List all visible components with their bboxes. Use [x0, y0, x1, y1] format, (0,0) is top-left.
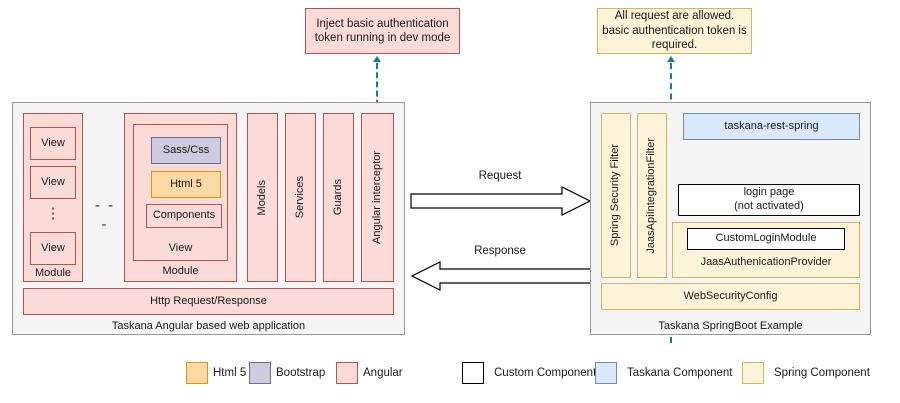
filter-spring-security: Spring Security Filter [601, 113, 631, 278]
login-page-line-1: login page [743, 186, 795, 199]
left-panel-caption: Taskana Angular based web application [111, 319, 306, 332]
legend-label-bootstrap: Bootstrap [276, 367, 326, 379]
legend-label-custom-component: Custom Component [494, 367, 597, 379]
filter-jaas-api-integration-label: JaasApiIntegrationFilter [645, 137, 658, 254]
taskana-rest-spring-box: taskana-rest-spring [683, 113, 860, 140]
custom-login-module-box: CustomLoginModule [687, 228, 845, 250]
column-models: Models [247, 113, 278, 282]
module-a-view-3: View [30, 232, 76, 265]
module-b-item-components: Components [146, 204, 222, 228]
legend-label-angular: Angular [363, 367, 403, 379]
module-b-item-html5: Html 5 [151, 171, 221, 198]
column-services: Services [285, 113, 316, 282]
legend-swatch-spring-component [742, 362, 764, 384]
column-guards: Guards [323, 113, 354, 282]
legend-swatch-angular [336, 362, 358, 384]
login-page-line-2: (not activated) [734, 200, 804, 212]
legend-item-html5: Html 5 [186, 362, 246, 384]
legend-item-custom-component: Custom Component [462, 362, 596, 384]
legend-swatch-html5 [186, 362, 208, 384]
legend-swatch-bootstrap [249, 362, 271, 384]
column-services-label: Services [293, 176, 306, 219]
callout-left-dev-token: Inject basic authentication token runnin… [305, 8, 460, 54]
connector-left-arrowhead [373, 56, 381, 62]
jaas-authentication-provider-label: JaasAuthenicationProvider [700, 256, 832, 269]
column-angular-interceptor-label: Angular interceptor [370, 151, 383, 244]
filter-jaas-api-integration: JaasApiIntegrationFilter [637, 113, 667, 278]
legend-label-spring-component: Spring Component [774, 367, 870, 379]
legend-swatch-taskana-component [595, 362, 617, 384]
column-guards-label: Guards [331, 179, 344, 216]
module-b-view-label: View [168, 241, 193, 254]
module-a-view-2: View [30, 166, 76, 199]
response-arrow [410, 261, 592, 291]
connector-left-dashed-line [376, 63, 378, 115]
modules-ellipsis: - - - [90, 197, 120, 233]
connector-right-arrowhead [667, 56, 675, 62]
column-angular-interceptor: Angular interceptor [361, 113, 394, 282]
legend-label-html5: Html 5 [213, 367, 247, 379]
legend-item-bootstrap: Bootstrap [249, 362, 325, 384]
module-b-label: Module [162, 264, 199, 277]
legend-swatch-custom-component [462, 362, 484, 384]
module-a-label: Module [34, 266, 72, 279]
right-panel-caption: Taskana SpringBoot Example [658, 319, 803, 332]
callout-right-basic-auth: All request are allowed. basic authentic… [597, 8, 752, 54]
column-models-label: Models [255, 179, 268, 216]
filter-spring-security-label: Spring Security Filter [609, 144, 622, 247]
legend-item-angular: Angular [336, 362, 403, 384]
response-arrow-label: Response [474, 245, 526, 257]
http-request-response-bar: Http Request/Response [23, 288, 394, 315]
module-a-vertical-ellipsis: ⋮ [45, 205, 61, 222]
request-arrow [410, 186, 592, 216]
legend-item-taskana-component: Taskana Component [595, 362, 732, 384]
login-page-box: login page (not activated) [678, 184, 860, 216]
request-arrow-label: Request [478, 170, 522, 182]
legend-label-taskana-component: Taskana Component [627, 367, 733, 379]
legend-item-spring-component: Spring Component [742, 362, 870, 384]
module-a-view-1: View [30, 127, 76, 160]
module-b-item-sass-css: Sass/Css [151, 137, 221, 164]
web-security-config-box: WebSecurityConfig [601, 283, 860, 310]
